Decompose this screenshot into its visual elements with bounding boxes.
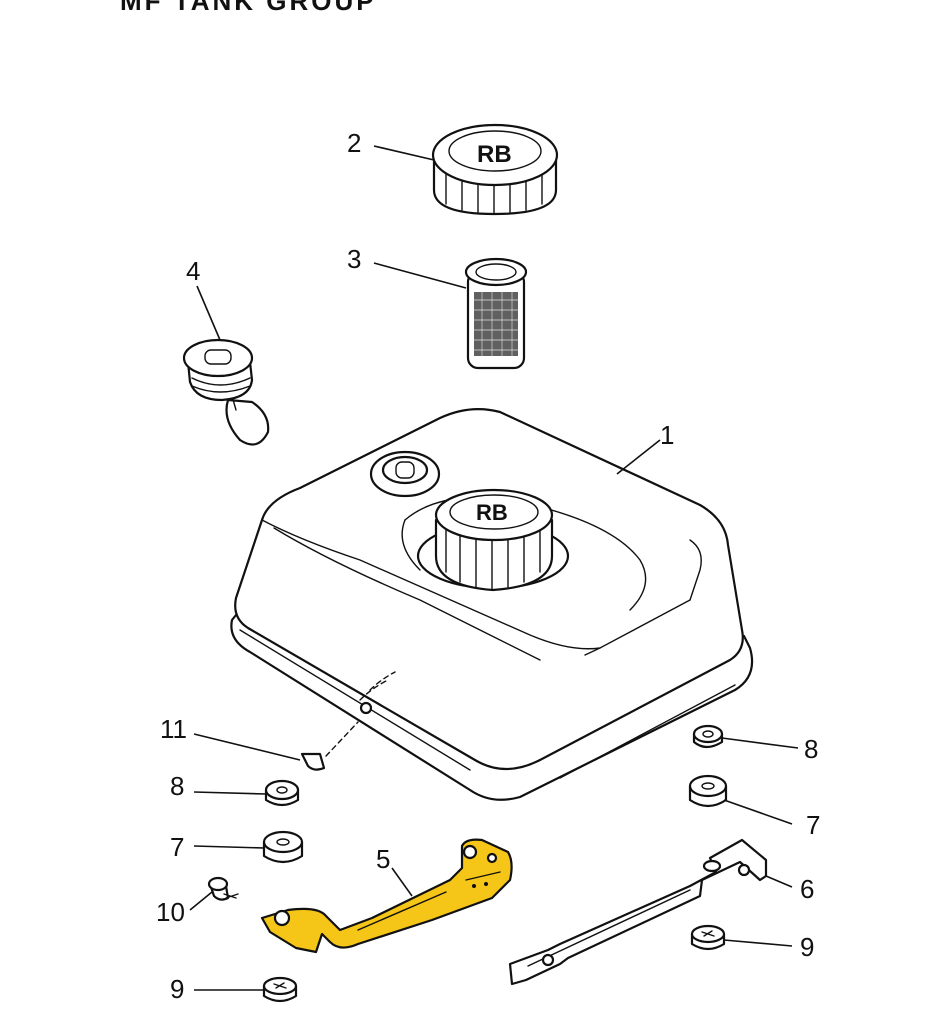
fuel-gauge[interactable] bbox=[182, 338, 270, 446]
fuel-cap[interactable]: RB bbox=[431, 123, 559, 216]
callout-nut-9-left: 9 bbox=[170, 974, 185, 1004]
callout-fuel-gauge: 4 bbox=[186, 256, 201, 286]
callout-tank-bracket-right: 6 bbox=[800, 874, 815, 904]
cushion-8-right[interactable] bbox=[692, 724, 724, 749]
nut-9-left[interactable] bbox=[262, 976, 298, 1003]
svg-text:RB: RB bbox=[476, 500, 508, 525]
drain-11[interactable] bbox=[300, 721, 359, 771]
leader-lines bbox=[189, 145, 799, 991]
cushion-7-right[interactable] bbox=[688, 774, 728, 808]
callout-fuel-cap: 2 bbox=[347, 128, 362, 158]
callout-nut-9-right: 9 bbox=[800, 932, 815, 962]
cushion-7-left[interactable] bbox=[262, 830, 304, 864]
svg-text:RB: RB bbox=[477, 141, 512, 168]
page-title: MF TANK GROUP bbox=[120, 0, 377, 16]
callout-cushion-7-right: 7 bbox=[806, 810, 821, 840]
nut-9-right[interactable] bbox=[690, 924, 726, 951]
callout-bolt-10: 10 bbox=[156, 897, 185, 927]
callout-cushion-8-left: 8 bbox=[170, 771, 185, 801]
tank-bracket-left[interactable] bbox=[260, 838, 513, 954]
callout-cushion-7-left: 7 bbox=[170, 832, 185, 862]
fuel-tank[interactable]: RB bbox=[230, 407, 754, 801]
callout-fuel-strainer: 3 bbox=[347, 244, 362, 274]
callout-drain-11: 11 bbox=[160, 714, 187, 744]
tank-bracket-right[interactable] bbox=[508, 838, 768, 986]
bolt-10[interactable] bbox=[207, 876, 239, 901]
callout-cushion-8-right: 8 bbox=[804, 734, 819, 764]
callout-fuel-tank: 1 bbox=[660, 420, 675, 450]
callout-tank-bracket-left: 5 bbox=[376, 844, 391, 874]
fuel-strainer[interactable] bbox=[464, 257, 528, 370]
cushion-8-left[interactable] bbox=[264, 779, 300, 807]
